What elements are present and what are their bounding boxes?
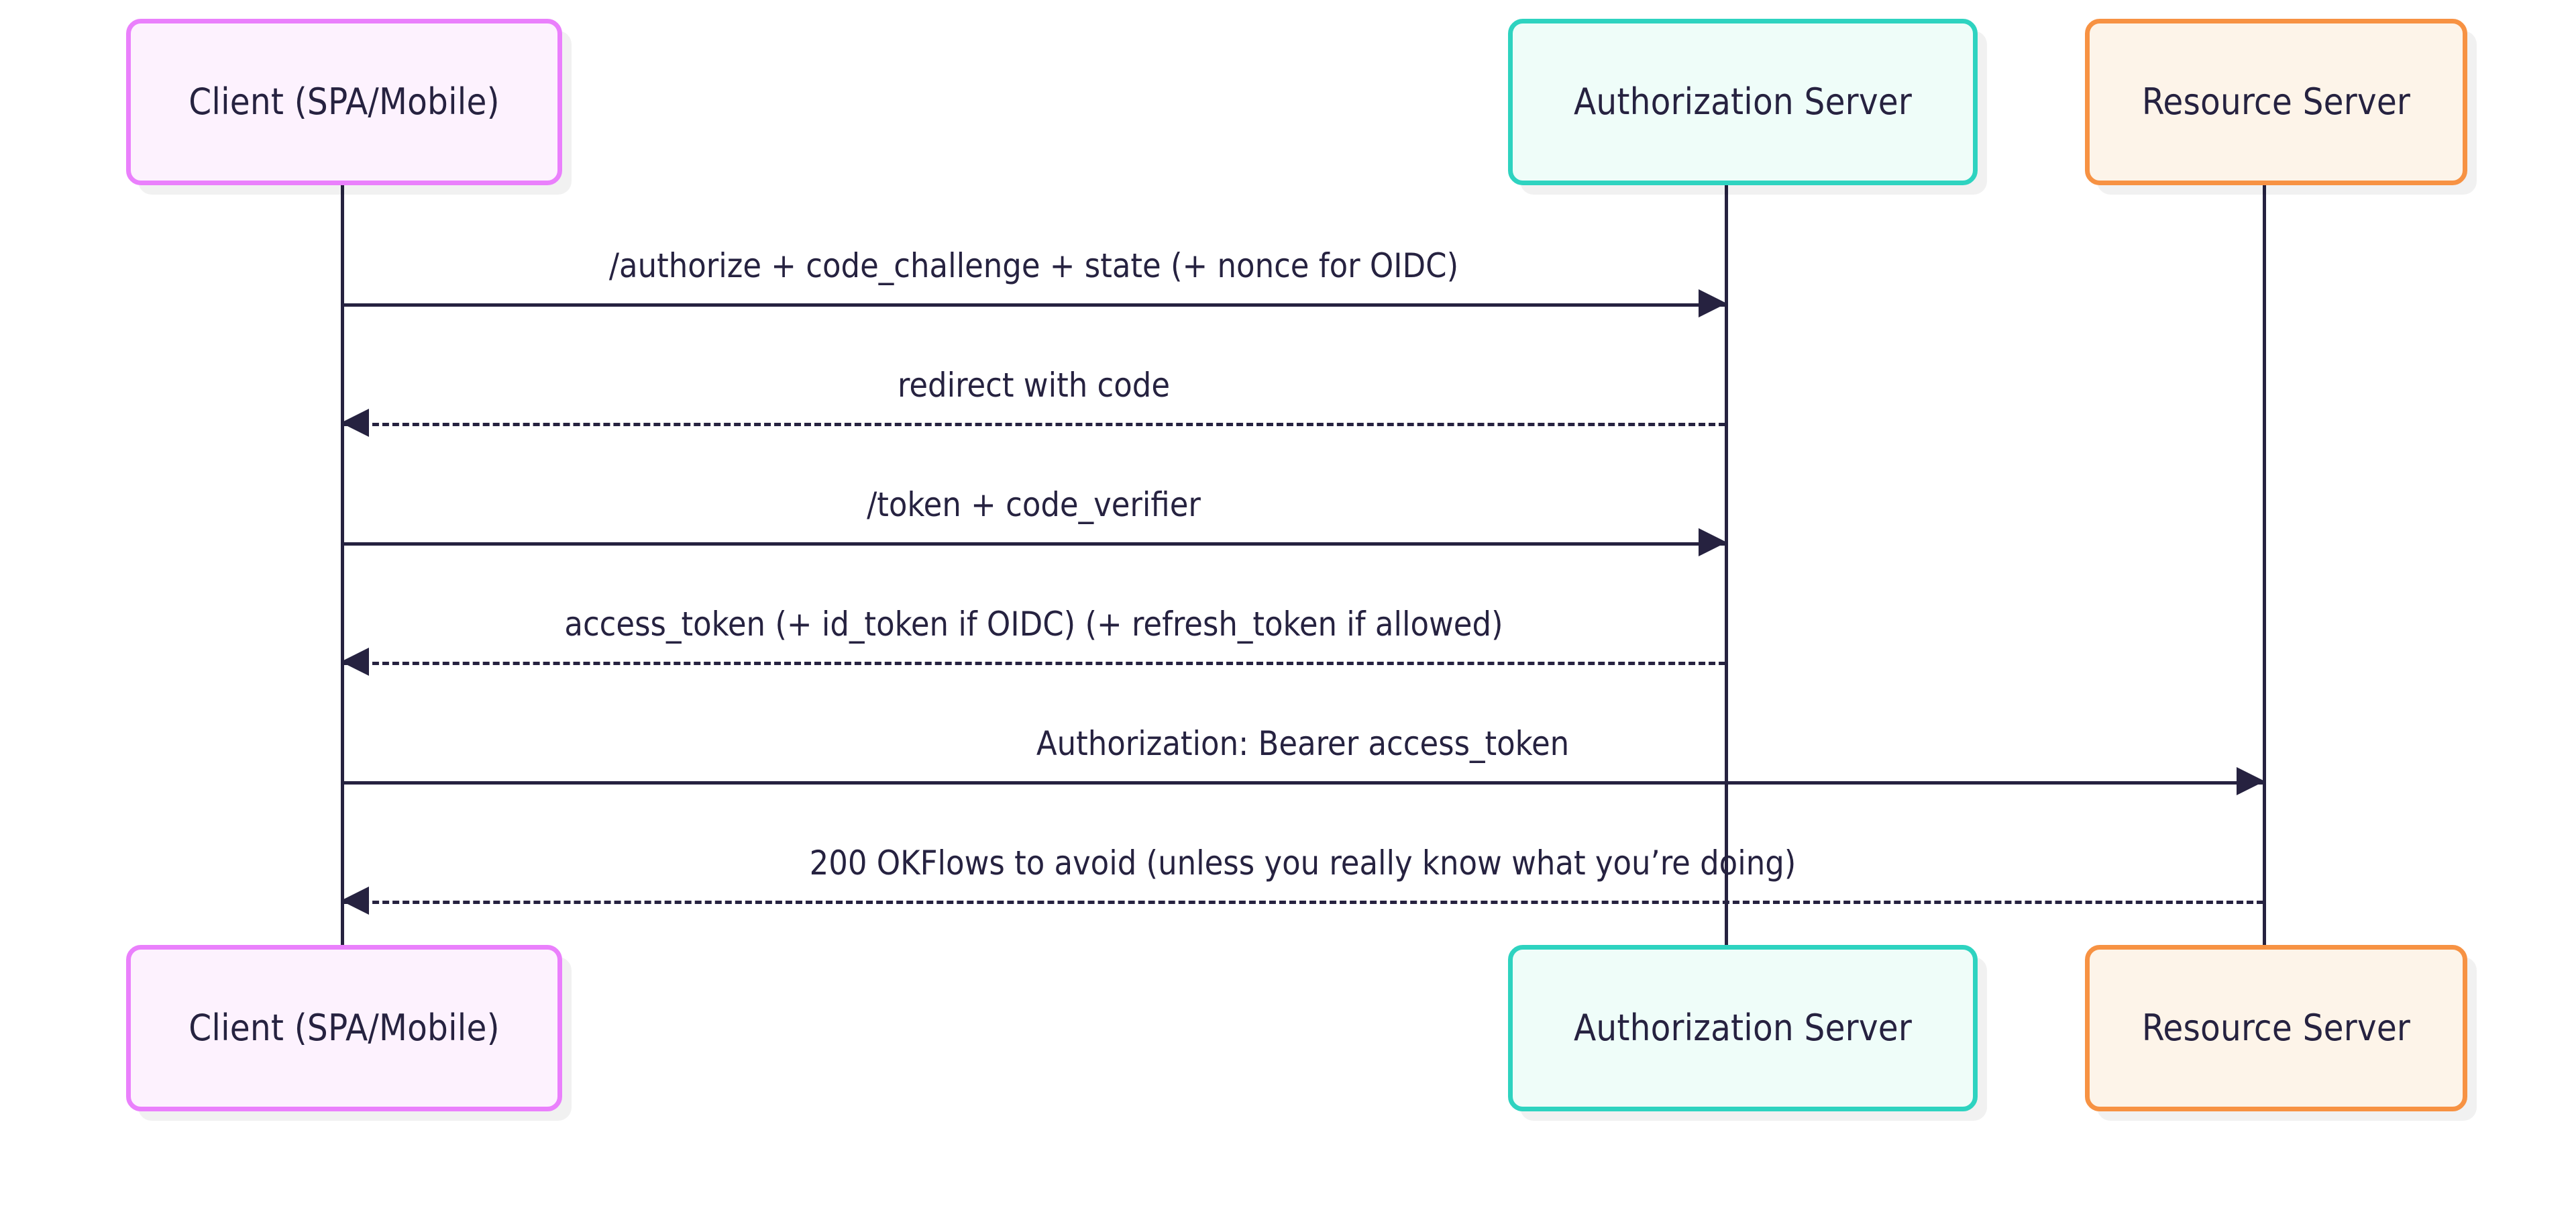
lifeline-client [341,185,344,945]
participant-box-resource-bottom[interactable]: Resource Server [2085,945,2467,1111]
message-4-label: access_token (+ id_token if OIDC) (+ ref… [564,605,1503,644]
participant-box-auth-top[interactable]: Authorization Server [1508,19,1978,185]
message-3-label: /token + code_verifier [867,485,1201,524]
message-6-line [342,901,2263,904]
arrowhead-left-icon [341,409,369,437]
arrowhead-right-icon [1699,528,1727,556]
message-1-line [342,303,1725,307]
message-2-line [342,423,1725,426]
participant-label-resource-top: Resource Server [2141,81,2411,123]
participant-label-client-bottom: Client (SPA/Mobile) [189,1007,500,1050]
lifeline-auth [1725,185,1728,945]
participant-label-auth-top: Authorization Server [1573,81,1913,123]
arrowhead-right-icon [2237,767,2265,795]
participant-box-resource-top[interactable]: Resource Server [2085,19,2467,185]
participant-box-client-bottom[interactable]: Client (SPA/Mobile) [126,945,562,1111]
message-1-label: /authorize + code_challenge + state (+ n… [608,246,1459,285]
arrowhead-left-icon [341,887,369,915]
message-4-line [342,662,1725,665]
lifeline-resource [2263,185,2266,945]
participant-label-resource-bottom: Resource Server [2141,1007,2411,1050]
participant-box-auth-bottom[interactable]: Authorization Server [1508,945,1978,1111]
message-6-label: 200 OKFlows to avoid (unless you really … [809,844,1796,883]
message-5-label: Authorization: Bearer access_token [1036,724,1570,763]
participant-box-client-top[interactable]: Client (SPA/Mobile) [126,19,562,185]
message-5-line [342,781,2263,785]
message-2-label: redirect with code [897,366,1171,405]
participant-label-client-top: Client (SPA/Mobile) [189,81,500,123]
message-3-line [342,542,1725,546]
arrowhead-left-icon [341,648,369,676]
arrowhead-right-icon [1699,289,1727,317]
participant-label-auth-bottom: Authorization Server [1573,1007,1913,1050]
